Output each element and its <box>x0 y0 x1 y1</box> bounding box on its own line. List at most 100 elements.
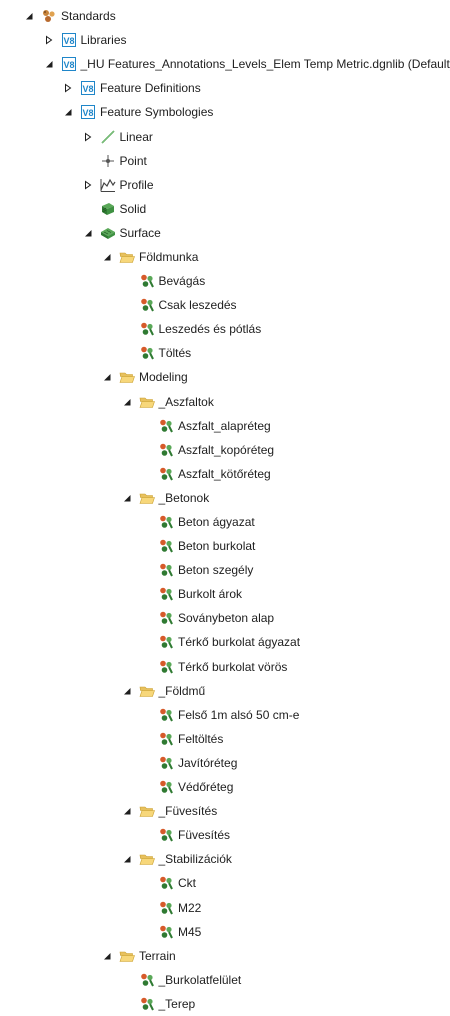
tree-item-label: Beton burkolat <box>178 538 255 554</box>
tree-item-aszfalt-alapreteg[interactable]: Aszfalt_alapréteg <box>0 414 450 438</box>
tree-item-burkolt-arok[interactable]: Burkolt árok <box>0 582 450 606</box>
tree-item-felso-1m-also-50-cm-e[interactable]: Felső 1m alsó 50 cm-e <box>0 703 450 727</box>
tree-item-label: Aszfalt_kopóréteg <box>178 442 274 458</box>
expanded-arrow-icon[interactable] <box>121 853 133 865</box>
expander-placeholder <box>140 781 152 793</box>
folder-open-icon <box>119 948 135 964</box>
tree-item-toltes[interactable]: Töltés <box>0 341 450 365</box>
expander-placeholder <box>140 540 152 552</box>
tree-item-fuvesites[interactable]: _Füvesítés <box>0 799 450 823</box>
feature-symbology-icon <box>139 996 155 1012</box>
expanded-arrow-icon[interactable] <box>82 227 94 239</box>
expander-placeholder <box>140 733 152 745</box>
tree-item-solid[interactable]: Solid <box>0 197 450 221</box>
tree-item-modeling[interactable]: Modeling <box>0 365 450 389</box>
tree-item-fuvesites[interactable]: Füvesítés <box>0 823 450 847</box>
tree-item-label: Aszfalt_alapréteg <box>178 418 271 434</box>
feature-symbology-icon <box>158 755 174 771</box>
expanded-arrow-icon[interactable] <box>101 371 113 383</box>
tree-item-vedoreteg[interactable]: Védőréteg <box>0 775 450 799</box>
tree-item-foldmu[interactable]: _Földmű <box>0 679 450 703</box>
tree-item-beton-agyazat[interactable]: Beton ágyazat <box>0 510 450 534</box>
tree-item-label: Beton ágyazat <box>178 514 255 530</box>
v8-library-icon: V8 <box>61 56 77 72</box>
tree-item-standards[interactable]: Standards <box>0 4 450 28</box>
tree-item-aszfalt-koporeteg[interactable]: Aszfalt_kopóréteg <box>0 438 450 462</box>
tree-item-linear[interactable]: Linear <box>0 124 450 148</box>
tree-item-csak-leszedes[interactable]: Csak leszedés <box>0 293 450 317</box>
tree-item-label: Felső 1m alsó 50 cm-e <box>178 707 299 723</box>
tree-item-label: Feature Definitions <box>100 80 201 96</box>
tree-item-point[interactable]: Point <box>0 149 450 173</box>
tree-item-label: Javítóréteg <box>178 755 237 771</box>
folder-open-icon <box>139 683 155 699</box>
expander-placeholder <box>140 757 152 769</box>
tree-item-label: Aszfalt_kötőréteg <box>178 466 271 482</box>
tree-item-terep[interactable]: _Terep <box>0 992 450 1016</box>
tree-item-label: M22 <box>178 900 201 916</box>
tree-item-terko-burkolat-agyazat[interactable]: Térkő burkolat ágyazat <box>0 630 450 654</box>
expanded-arrow-icon[interactable] <box>43 58 55 70</box>
tree-item-label: _Terep <box>159 996 196 1012</box>
tree-item-label: Csak leszedés <box>159 297 237 313</box>
tree-item-bevagas[interactable]: Bevágás <box>0 269 450 293</box>
tree-item-terko-burkolat-voros[interactable]: Térkő burkolat vörös <box>0 655 450 679</box>
tree-item-sovanybeton-alap[interactable]: Soványbeton alap <box>0 606 450 630</box>
tree-item-m22[interactable]: M22 <box>0 895 450 919</box>
tree-item-beton-szegely[interactable]: Beton szegély <box>0 558 450 582</box>
expander-placeholder <box>121 275 133 287</box>
feature-symbology-icon <box>158 514 174 530</box>
tree-item-ckt[interactable]: Ckt <box>0 871 450 895</box>
v8-library-icon: V8 <box>80 104 96 120</box>
tree-item-feltoltes[interactable]: Feltöltés <box>0 727 450 751</box>
expander-placeholder <box>82 155 94 167</box>
v8-library-icon: V8 <box>80 80 96 96</box>
tree-item-beton-burkolat[interactable]: Beton burkolat <box>0 534 450 558</box>
expanded-arrow-icon[interactable] <box>101 950 113 962</box>
feature-symbology-icon <box>158 610 174 626</box>
tree-item-terrain[interactable]: Terrain <box>0 944 450 968</box>
tree-item-profile[interactable]: Profile <box>0 173 450 197</box>
expanded-arrow-icon[interactable] <box>121 805 133 817</box>
tree-item-surface[interactable]: Surface <box>0 221 450 245</box>
tree-item-label: Linear <box>120 129 153 145</box>
expanded-arrow-icon[interactable] <box>23 10 35 22</box>
tree-item-aszfalt-kotoreteg[interactable]: Aszfalt_kötőréteg <box>0 462 450 486</box>
expanded-arrow-icon[interactable] <box>62 106 74 118</box>
expanded-arrow-icon[interactable] <box>121 685 133 697</box>
feature-symbology-icon <box>158 779 174 795</box>
tree-item-label: Point <box>120 153 147 169</box>
expanded-arrow-icon[interactable] <box>121 396 133 408</box>
tree-item-label: M45 <box>178 924 201 940</box>
folder-open-icon <box>139 803 155 819</box>
collapsed-arrow-icon[interactable] <box>62 82 74 94</box>
solid-icon <box>100 201 116 217</box>
expanded-arrow-icon[interactable] <box>101 251 113 263</box>
v8-library-icon: V8 <box>61 32 77 48</box>
collapsed-arrow-icon[interactable] <box>43 34 55 46</box>
collapsed-arrow-icon[interactable] <box>82 131 94 143</box>
expander-placeholder <box>140 709 152 721</box>
tree-item-aszfaltok[interactable]: _Aszfaltok <box>0 390 450 414</box>
collapsed-arrow-icon[interactable] <box>82 179 94 191</box>
tree-item-burkolatfelulet[interactable]: _Burkolatfelület <box>0 968 450 992</box>
tree-item-betonok[interactable]: _Betonok <box>0 486 450 510</box>
tree-item-label: Térkő burkolat vörös <box>178 659 287 675</box>
tree-item-m45[interactable]: M45 <box>0 920 450 944</box>
feature-symbology-icon <box>139 297 155 313</box>
tree-item-stabilizaciok[interactable]: _Stabilizációk <box>0 847 450 871</box>
tree-item-javitoreteg[interactable]: Javítóréteg <box>0 751 450 775</box>
tree-item-foldmunka[interactable]: Földmunka <box>0 245 450 269</box>
feature-symbology-icon <box>158 418 174 434</box>
tree-item-hu-features-annotations-levels-elem-temp-metric-dgnlib-default[interactable]: V8_HU Features_Annotations_Levels_Elem T… <box>0 52 450 76</box>
feature-symbology-icon <box>158 707 174 723</box>
tree-item-leszedes-es-potlas[interactable]: Leszedés és pótlás <box>0 317 450 341</box>
tree-item-label: Füvesítés <box>178 827 230 843</box>
expanded-arrow-icon[interactable] <box>121 492 133 504</box>
expander-placeholder <box>140 420 152 432</box>
linear-icon <box>100 129 116 145</box>
